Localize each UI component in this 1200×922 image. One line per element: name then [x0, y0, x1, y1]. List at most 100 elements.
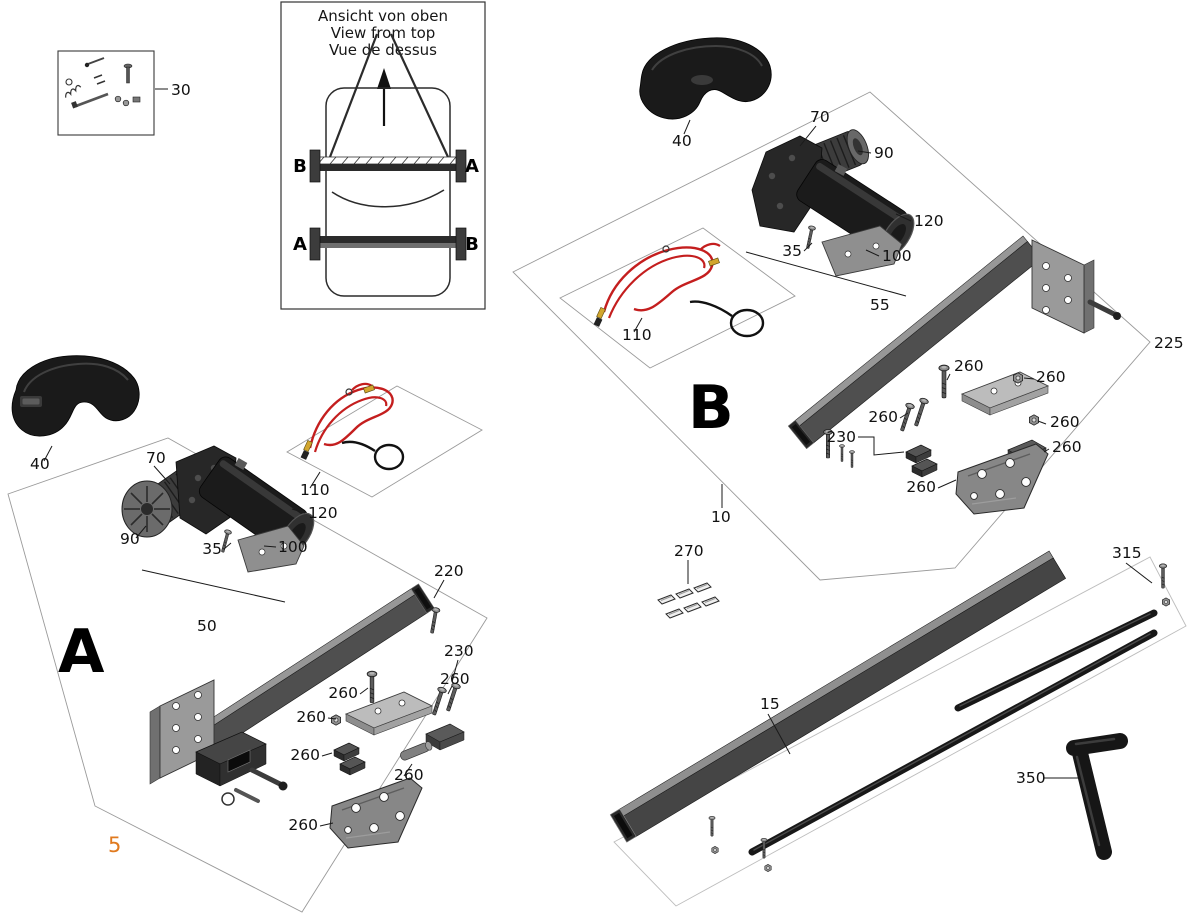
section-b-outline — [512, 91, 1151, 581]
callout-100-a: 100 — [278, 538, 308, 556]
section-a-outline — [7, 437, 488, 913]
callout-15: 15 — [760, 695, 780, 713]
callout-260-a3: 260 — [296, 708, 326, 726]
ring-terminal — [345, 388, 353, 396]
top-view-inset: Ansicht von oben View from top Vue de de… — [280, 1, 486, 310]
tube-nut — [711, 846, 719, 854]
connector-tip — [708, 257, 720, 267]
rail-mount-a — [149, 679, 288, 806]
callout-120-a: 120 — [308, 504, 338, 522]
callout-35-a: 35 — [202, 540, 222, 558]
drawbar-right — [390, 33, 449, 158]
callout-labels: 30 40 70 90 110 120 100 35 50 220 230 26… — [30, 81, 1184, 834]
callout-260-b5: 260 — [1052, 438, 1082, 456]
callout-110-a: 110 — [300, 481, 330, 499]
callout-30: 30 — [171, 81, 191, 99]
cover-a — [11, 355, 140, 437]
mount-plate-a — [237, 525, 305, 573]
axle-curve — [331, 189, 445, 208]
mount-hardware-b — [897, 364, 1049, 515]
hex-key — [1066, 733, 1128, 860]
callout-260-a4: 260 — [290, 746, 320, 764]
callout-260-a1: 260 — [440, 670, 470, 688]
black-cable-coil — [373, 443, 405, 471]
rod-short — [954, 609, 1158, 712]
black-cable-coil — [729, 308, 765, 338]
connector-tip — [596, 307, 606, 319]
cable-harness-b — [593, 242, 765, 338]
callout-260-a5: 260 — [394, 766, 424, 784]
locking-pin — [1087, 299, 1117, 317]
section-guide-outlines — [7, 91, 1187, 913]
fastener-kit-box — [57, 50, 155, 136]
callout-230-b: 230 — [826, 428, 856, 446]
rail-b — [787, 235, 1042, 468]
section-letter-a: A — [58, 617, 105, 687]
rail-a — [194, 583, 441, 755]
callout-350: 350 — [1016, 769, 1046, 787]
callout-70-b: 70 — [810, 108, 830, 126]
bottom-assembly-outline — [613, 556, 1187, 907]
washer-icon — [65, 78, 73, 86]
drive-motor-a — [121, 445, 315, 573]
callout-315: 315 — [1112, 544, 1142, 562]
rail-mount-b — [1031, 239, 1121, 334]
callout-260-b3: 260 — [868, 408, 898, 426]
inset-title-en: View from top — [331, 24, 436, 42]
mount-plate-b — [821, 225, 903, 277]
drawbar-left — [328, 33, 379, 158]
mount-hardware-a — [329, 670, 465, 849]
front-cross-rail — [309, 149, 467, 183]
callout-260-b4: 260 — [1050, 413, 1080, 431]
rod-long — [748, 629, 1158, 856]
callout-260-a2: 260 — [328, 684, 358, 702]
callout-270: 270 — [674, 542, 704, 560]
callout-230-a: 230 — [444, 642, 474, 660]
brand-badge — [691, 75, 713, 85]
rod-nut — [1161, 597, 1171, 607]
drive-motor-b — [751, 129, 915, 277]
extension-rods — [708, 563, 1171, 872]
inset-corner-top-left: B — [293, 156, 307, 177]
nut-b — [1029, 414, 1039, 426]
inset-corner-top-right: A — [465, 156, 479, 177]
pin-ring — [221, 792, 235, 806]
cover-b — [639, 37, 772, 120]
callout-40-b: 40 — [672, 132, 692, 150]
callout-100-b: 100 — [882, 247, 912, 265]
inset-title-fr: Vue de dessus — [329, 41, 437, 59]
ring-terminal — [662, 245, 670, 253]
callout-90-b: 90 — [874, 144, 894, 162]
cable-harness-a — [300, 382, 405, 471]
locking-pin — [249, 767, 283, 787]
nut-a — [330, 714, 342, 726]
callout-260-b6: 260 — [906, 478, 936, 496]
rear-cross-rail — [309, 227, 467, 261]
page-number: 5 — [108, 833, 121, 857]
callout-220: 220 — [434, 562, 464, 580]
section-letter-b: B — [688, 373, 734, 443]
callout-40-a: 40 — [30, 455, 50, 473]
leader-lines — [43, 88, 1153, 827]
fan-end-a — [121, 480, 173, 538]
callout-260-b1: 260 — [954, 357, 984, 375]
clamp-screw-b — [834, 164, 848, 176]
callout-50: 50 — [197, 617, 217, 635]
connector-body — [300, 450, 310, 460]
harness-a-outline — [286, 385, 483, 498]
inset-corner-bottom-right: B — [465, 234, 479, 255]
callout-55: 55 — [870, 296, 890, 314]
harness-b-outline — [559, 227, 796, 369]
connector-body — [593, 317, 603, 327]
spring-icon — [65, 84, 82, 98]
callout-260-a6: 260 — [288, 816, 318, 834]
caravan-floor-outline — [325, 87, 451, 297]
callout-110-b: 110 — [622, 326, 652, 344]
callout-90-a: 90 — [120, 530, 140, 548]
cross-member — [609, 550, 1067, 843]
clamp-screw-a — [234, 458, 248, 470]
ribbed-drum-b — [792, 129, 869, 187]
callout-120-b: 120 — [914, 212, 944, 230]
